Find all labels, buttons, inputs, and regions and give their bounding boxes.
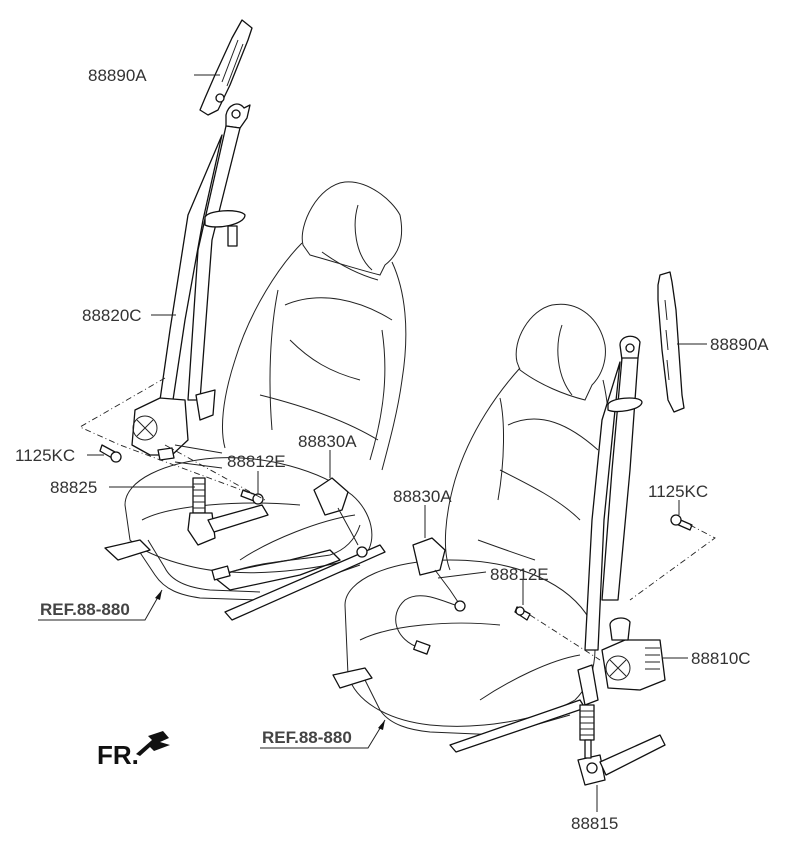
left-headrest (301, 181, 403, 276)
front-direction-label: FR. (97, 740, 139, 770)
assembly-line-right (529, 524, 716, 661)
bolt-88812e-right (514, 606, 531, 621)
left-belt (131, 19, 253, 461)
arrow-down-left-icon (136, 731, 170, 756)
right-headrest (515, 303, 606, 401)
label-88820c: 88820C (82, 306, 142, 325)
bolt-1125kc-right (670, 514, 693, 531)
label-88830a-left: 88830A (298, 432, 357, 451)
label-88890a-right: 88890A (710, 335, 769, 354)
label-88812e-right: 88812E (490, 565, 549, 584)
left-seat (104, 181, 407, 621)
label-88890a-left: 88890A (88, 66, 147, 85)
right-buckle (412, 537, 446, 576)
bolt-1125kc-left (99, 444, 122, 463)
left-retractor (131, 397, 189, 456)
label-1125kc-left: 1125KC (15, 446, 75, 465)
right-upper-anchor (657, 271, 685, 413)
ref-seat-right: REF.88-880 (262, 728, 352, 747)
label-88830a-right: 88830A (393, 487, 452, 506)
right-cushion (344, 559, 596, 727)
label-88825: 88825 (50, 478, 97, 497)
right-buckle-pretensioner (577, 664, 599, 706)
label-88815: 88815 (571, 814, 618, 833)
left-backrest (221, 242, 407, 471)
left-cushion (124, 457, 373, 574)
left-buckle (313, 477, 349, 516)
left-upper-anchor (199, 19, 253, 116)
assembly-line-left (79, 377, 256, 496)
ref-seat-left: REF.88-880 (40, 600, 130, 619)
label-88812e-left: 88812E (227, 452, 286, 471)
right-belt (577, 271, 685, 786)
right-seat (332, 303, 610, 753)
right-webbing (601, 357, 639, 601)
label-88810c: 88810C (691, 649, 751, 668)
label-1125kc-right: 1125KC (648, 482, 708, 501)
